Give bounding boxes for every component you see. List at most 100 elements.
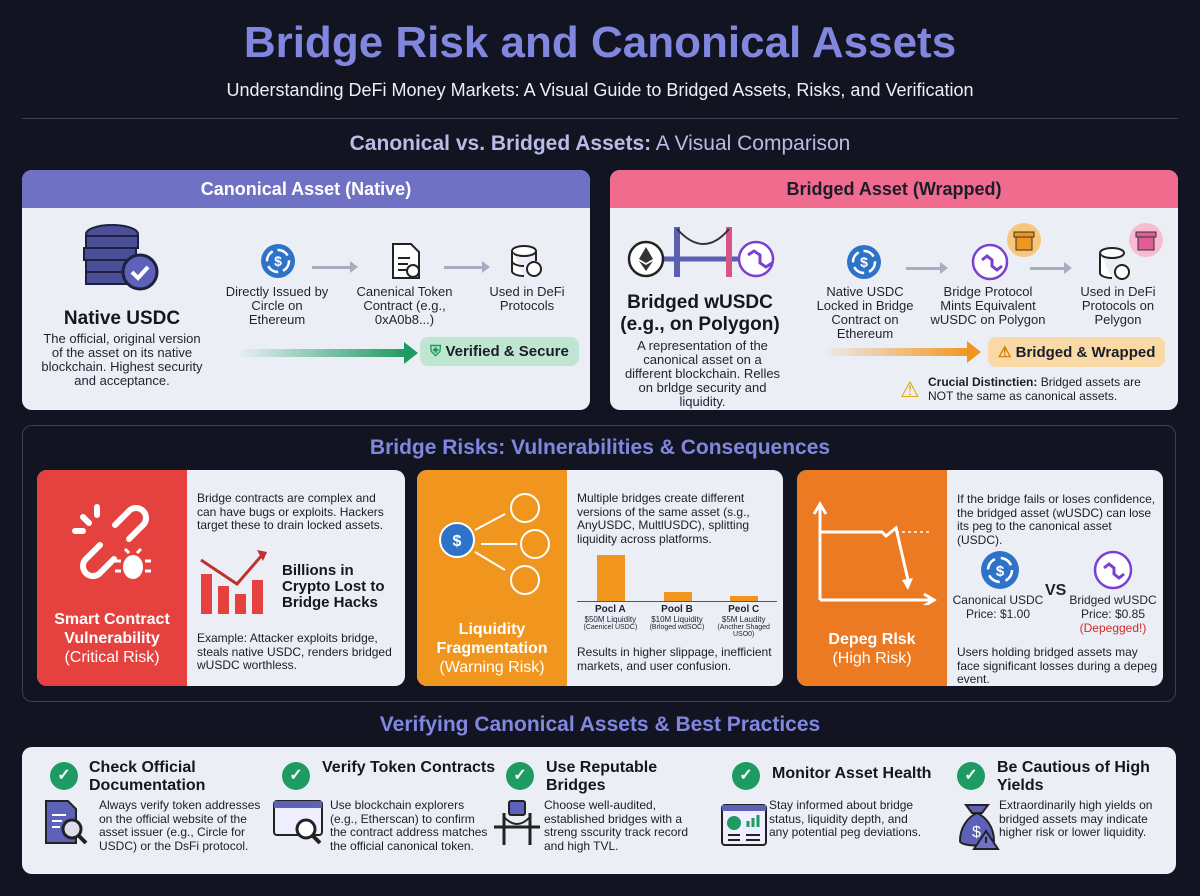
bridged-panel: Bridged Asset (Wrapped) Bridged wUSDC (e…: [610, 170, 1178, 410]
pool-name: Pocl A: [594, 604, 626, 615]
arrow-head: [967, 341, 981, 363]
bridge-ethereum-polygon-icon: [627, 227, 775, 278]
title-text: Depeg Rlsk: [828, 631, 916, 648]
heading-rest: A Visual Comparison: [651, 132, 851, 155]
check-icon: ✓: [957, 762, 985, 790]
bridge-lock-icon: [494, 800, 540, 845]
note-bold: Crucial Distinctien:: [928, 375, 1038, 389]
card-title: Depeg Rlsk (High Risk): [797, 630, 947, 668]
liquidity-risk-card: $ Liquidity Fragmentation(Warning Risk) …: [417, 470, 783, 686]
title-text: Smart Contract Vulnerability: [54, 611, 170, 647]
flow-arrow: [312, 261, 358, 273]
database-defi-icon: [511, 245, 542, 277]
card-text: Bridge contracts are complex and can hav…: [197, 491, 384, 532]
practices-heading: Verifying Canonical Assets & Best Practi…: [379, 713, 821, 736]
pool-label: Pool B$10M Liquidity(Brloged wdSOC): [644, 604, 711, 638]
risks-section: [22, 425, 1176, 702]
coin-stack-check-icon: [83, 224, 159, 291]
svg-text:$: $: [972, 824, 981, 841]
stat-text: Billions in Crypto Lost to Bridge Hacks: [282, 562, 385, 611]
pool-chart: [577, 552, 777, 602]
step-1: Directly Issued by Circle on Ethereum: [225, 284, 329, 327]
page-subtitle: Understanding DeFi Money Markets: A Visu…: [226, 80, 974, 100]
svg-text:$: $: [453, 533, 462, 550]
step-3: Used in DeFi Protocols: [489, 284, 565, 313]
card-accent: [37, 470, 187, 686]
practice-text: Extraordinarily high yields on bridged a…: [999, 798, 1153, 839]
card-title: Smart Contract Vulnerability (Critical Ri…: [37, 610, 187, 667]
check-icon: ✓: [282, 762, 310, 790]
flow-arrow: [1030, 262, 1072, 274]
progress-arrow: [237, 349, 407, 357]
browser-search-icon: [273, 800, 323, 845]
canonical-panel: Canonical Asset (Native) Native USDC The…: [22, 170, 590, 410]
depeg-risk-card: Depeg Rlsk (High Risk) If the bridge fail…: [797, 470, 1163, 686]
title-text: Liquidity Fragmentation: [436, 621, 548, 657]
page-title: Bridge Risk and Canonical Assets: [243, 18, 957, 67]
polygon-mint-gift-icon: [971, 223, 1041, 281]
fragmentation-icon: $: [439, 493, 550, 595]
risk-level: (High Risk): [832, 650, 912, 667]
card-title: Liquidity Fragmentation (Warning Risk): [417, 620, 567, 677]
practice-title: Verify Token Contracts: [322, 759, 496, 776]
verified-badge: ⛨ Verified & Secure: [420, 337, 579, 366]
warning-icon: ⚠: [900, 377, 920, 402]
risk-level: (Critical Risk): [64, 649, 160, 666]
broken-chain-bug-icon: [72, 504, 151, 579]
native-usdc-title: Native USDC: [63, 308, 181, 329]
pool-label: Pocl A$50M Liquidity(Caenicel USDC): [577, 604, 644, 638]
comparison-heading: Canonical vs. Bridged Assets: A Visual C…: [0, 132, 1200, 156]
vs-label: VS: [1045, 582, 1067, 599]
step-2: Bridge Protocol Mints Equivalent wUSDC o…: [930, 284, 1046, 327]
native-usdc-desc: The official, original version of the as…: [41, 331, 203, 388]
practice-text: Always verify token addresses on the off…: [99, 798, 261, 853]
example-text: Example: Attacker exploits bridge, steal…: [197, 631, 392, 672]
pool-liquidity: $10M Liquidity: [651, 615, 703, 624]
flow-arrow: [906, 262, 948, 274]
card-text: If the bridge fails or loses confidence,…: [957, 492, 1156, 547]
pool-bar: [730, 596, 759, 601]
bridged-badge: ⚠ Bridged & Wrapped: [988, 337, 1166, 367]
shield-check-icon: ⛨: [430, 343, 442, 360]
risk-level: (Warning Risk): [439, 659, 545, 676]
depegged-status: (Depegged!): [1079, 621, 1147, 635]
canonical-header: Canonical Asset (Native): [22, 170, 590, 208]
badge-label: Bridged & Wrapped: [1015, 344, 1156, 361]
practice-text: Stay informed about bridge status, liqui…: [769, 798, 922, 839]
pool-name: Pool B: [661, 604, 693, 615]
crucial-distinction-note: Crucial Distinctien: Bridged assets are …: [928, 375, 1168, 403]
card-accent: [417, 470, 567, 686]
pool-sub: (Brloged wdSOC): [649, 624, 705, 631]
step-3: Used in DeFi Protocols on Pelygon: [1080, 284, 1156, 327]
svg-text:$: $: [996, 563, 1005, 580]
database-gift-icon: [1099, 223, 1163, 280]
card-text: Multiple bridges create different versio…: [577, 491, 750, 546]
depeg-chart-icon: [812, 501, 937, 605]
heading-bold: Canonical vs. Bridged Assets:: [349, 132, 652, 155]
svg-text:$: $: [860, 254, 868, 270]
practice-title: Monitor Asset Health: [772, 765, 932, 782]
price: Price: $0.85: [1080, 607, 1146, 621]
step-2: Canenical Token Contract (e.g., 0xA0b8..…: [356, 284, 453, 327]
polygon-icon: [1093, 550, 1133, 590]
arrow-head: [404, 342, 418, 364]
document-search-icon: [45, 800, 88, 845]
check-icon: ✓: [506, 762, 534, 790]
badge-label: Verified & Secure: [445, 343, 569, 360]
pool-sub: (Ancther Shaged USO0): [717, 624, 770, 638]
practice-text: Choose well-audited, established bridges…: [544, 798, 689, 853]
price: Price: $1.00: [965, 607, 1031, 621]
risks-heading: Bridge Risks: Vulnerabilities & Conseque…: [369, 436, 831, 459]
bridged-wusdc-desc: A representation of the canonical asset …: [624, 338, 781, 409]
divider: [22, 118, 1178, 119]
progress-arrow: [820, 348, 970, 356]
dashboard-monitor-icon: [721, 804, 767, 846]
practice-title: Check Official Documentation: [89, 759, 206, 794]
